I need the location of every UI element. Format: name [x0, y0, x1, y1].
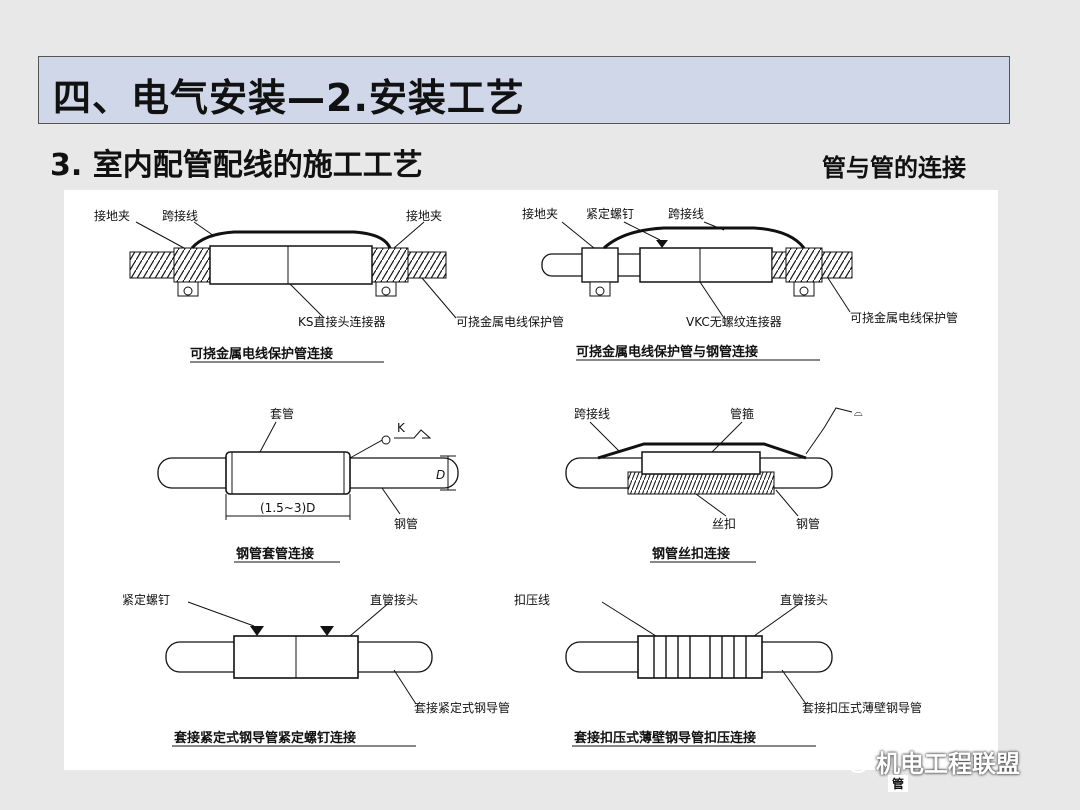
- ground-clamp-flex: [785, 247, 823, 283]
- diagram-threaded: ⌓ 跨接线 管箍 丝扣 钢管 钢管丝扣连接: [565, 406, 863, 563]
- section-label: 管与管的连接: [822, 154, 966, 182]
- leader-crimp: [601, 601, 657, 637]
- leader-weld: [805, 427, 825, 455]
- label-thread: 丝扣: [712, 517, 736, 531]
- leader-coupling: [711, 421, 743, 453]
- ground-clamp-steel: [581, 247, 619, 283]
- caption: 套接扣压式薄壁钢导管扣压连接: [573, 730, 756, 746]
- caption: 钢管套管连接: [236, 546, 314, 562]
- weld-symbol-icon: [394, 429, 432, 439]
- label-joint: 直管接头: [780, 592, 828, 607]
- leader-thread: [695, 493, 727, 517]
- label-screw: 紧定螺钉: [122, 592, 170, 607]
- leader-joint: [753, 601, 803, 637]
- caption: 钢管丝扣连接: [652, 546, 730, 562]
- slide-title: 四、电气安装—2.安装工艺: [53, 76, 525, 120]
- leader-screw: [623, 221, 661, 241]
- set-screw-icon: [656, 240, 668, 248]
- leader-joint: [349, 601, 391, 637]
- caption: 可挠金属电线保护管连接: [190, 346, 333, 362]
- set-screw-right-icon: [320, 626, 334, 636]
- label-joint: 直管接头: [370, 592, 418, 607]
- watermark-text: 机电工程联盟: [876, 750, 1020, 778]
- ks-connector: [209, 245, 373, 285]
- label-length: (1.5~3)D: [260, 501, 315, 515]
- thread-section: [627, 471, 775, 495]
- bridge-wire: [190, 230, 392, 250]
- vkc-connector: [639, 247, 773, 283]
- label-screw: 紧定螺钉: [586, 206, 634, 221]
- weld-symbol-icon: ⌓: [854, 406, 863, 419]
- label-ground-left: 接地夹: [94, 208, 130, 223]
- label-weld: K: [397, 421, 406, 435]
- diagram-svg: 接地夹 跨接线 接地夹 KS直接头连接器 可挠金属电线保护管 可挠金属电线保护管…: [94, 206, 958, 747]
- leader-sleeve: [259, 421, 277, 453]
- leader-ground-right: [393, 221, 425, 249]
- leader-ground-left: [135, 221, 185, 249]
- set-screw-left-icon: [250, 626, 264, 636]
- caption: 可挠金属电线保护管与钢管连接: [576, 344, 758, 360]
- caption: 套接紧定式钢导管紧定螺钉连接: [173, 730, 356, 746]
- label-connector: VKC无螺纹连接器: [686, 314, 782, 329]
- leader-hose: [827, 277, 851, 313]
- label-pipe: 钢管: [796, 516, 820, 531]
- diagram-flex-to-steel: 接地夹 紧定螺钉 跨接线 VKC无螺纹连接器 可挠金属电线保护管 可挠金属电线保…: [522, 206, 958, 361]
- leader-pipe: [781, 669, 807, 705]
- label-coupling: 管箍: [730, 406, 754, 421]
- straight-joint: [637, 635, 763, 679]
- label-ground-right: 接地夹: [406, 208, 442, 223]
- label-hose: 可挠金属电线保护管: [456, 314, 564, 329]
- leader-pipe: [775, 489, 799, 517]
- weld-flag-icon: [823, 407, 853, 429]
- bridge-wire: [597, 442, 807, 460]
- label-ground: 接地夹: [522, 206, 558, 221]
- label-bridge: 跨接线: [162, 208, 198, 223]
- sleeve: [225, 451, 351, 495]
- label-crimp: 扣压线: [514, 593, 550, 607]
- leader-pipe: [393, 669, 417, 705]
- bottom-fragment-text: 管: [888, 775, 909, 792]
- diagram-flex-conduit: 接地夹 跨接线 接地夹 KS直接头连接器 可挠金属电线保护管 可挠金属电线保护管…: [94, 208, 564, 363]
- ground-clamp-right: [371, 247, 409, 283]
- crimp-lines: [653, 636, 747, 678]
- slide-subtitle: 3. 室内配管配线的施工工艺: [50, 148, 423, 183]
- leader-bridge: [703, 221, 725, 231]
- ground-clamp-left: [173, 247, 211, 283]
- label-hose: 可挠金属电线保护管: [850, 310, 958, 325]
- label-pipe: 钢管: [394, 516, 418, 531]
- diagram-panel: 接地夹 跨接线 接地夹 KS直接头连接器 可挠金属电线保护管 可挠金属电线保护管…: [64, 190, 998, 770]
- coupling: [641, 451, 761, 475]
- clamp-bolt-right: [381, 286, 391, 296]
- clamp-bolt-left: [183, 286, 193, 296]
- label-sleeve: 套管: [270, 406, 294, 421]
- bridge-wire: [602, 226, 806, 250]
- wechat-icon: [837, 750, 868, 773]
- clamp-bolt: [595, 286, 605, 296]
- leader-screw: [187, 601, 255, 627]
- label-dim-d: D: [436, 468, 445, 482]
- leader-ground: [561, 221, 595, 249]
- clamp-bolt-flex: [799, 286, 809, 296]
- label-bridge: 跨接线: [574, 406, 610, 421]
- flex-conduit-left: [129, 251, 177, 279]
- label-pipe: 套接紧定式钢导管: [414, 700, 510, 715]
- leader-weld: [349, 437, 387, 459]
- leader-hose: [421, 277, 457, 319]
- title-bar: 四、电气安装—2.安装工艺: [38, 56, 1010, 124]
- label-bridge: 跨接线: [668, 206, 704, 221]
- leader-bridge: [589, 421, 621, 453]
- diagram-crimp: 扣压线 直管接头 套接扣压式薄壁钢导管 套接扣压式薄壁钢导管扣压连接: [514, 592, 922, 747]
- leader-connector: [289, 283, 325, 319]
- leader-pipe: [381, 487, 401, 515]
- label-pipe: 套接扣压式薄壁钢导管: [802, 700, 922, 715]
- leader-bridge: [193, 221, 215, 237]
- diagram-set-screw: 紧定螺钉 直管接头 套接紧定式钢导管 套接紧定式钢导管紧定螺钉连接: [122, 592, 510, 747]
- diagram-sleeve: 套管 K D (1.5~3)D 钢管 钢管套管连接: [157, 406, 459, 563]
- leader-connector: [699, 281, 725, 319]
- weld-dot-icon: [381, 435, 391, 445]
- label-connector: KS直接头连接器: [298, 314, 386, 329]
